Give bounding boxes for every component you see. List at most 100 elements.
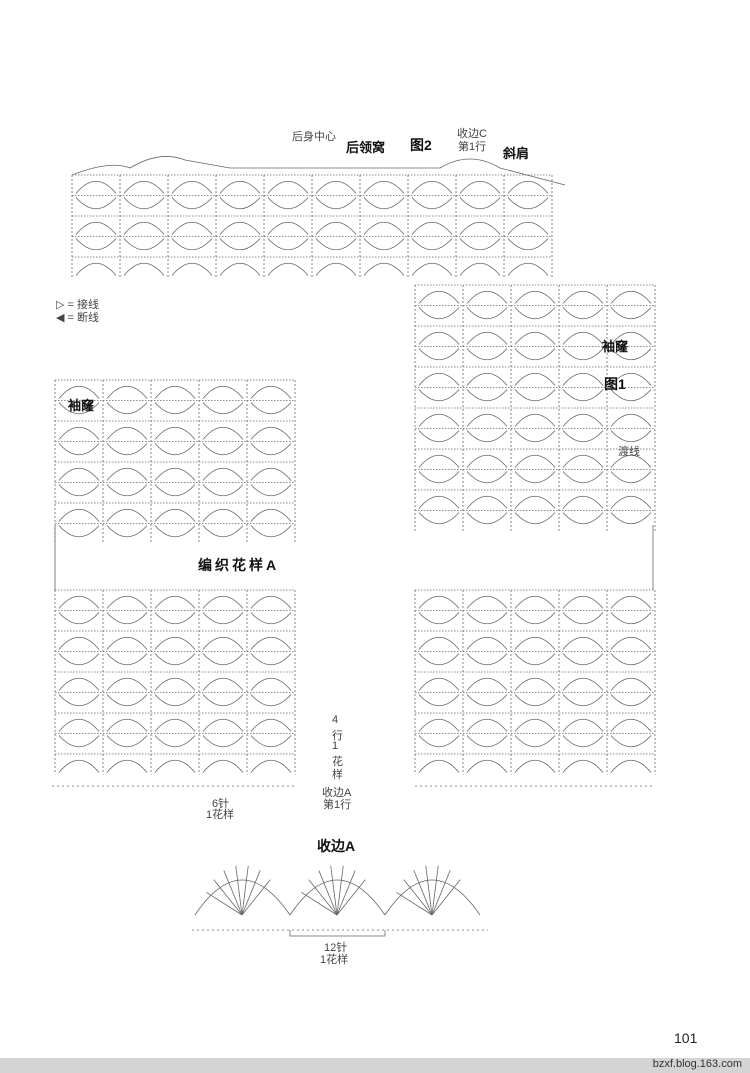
fig1-right-upper-arch [514,290,556,304]
fig1-right-upper-arch [514,454,556,468]
fig2-arch [75,262,117,276]
fig1-left-upper-arch [106,426,148,440]
fig1-right-upper-arch [514,348,556,361]
edge-a-repeat: 1花样 [320,954,349,966]
edge-a-fan-stroke [241,865,249,916]
fig2-arch [75,221,117,235]
watermark-text: bzxf.blog.163.com [652,1058,742,1070]
fig1-right-lower-arch [514,653,556,666]
fig2-arch [171,197,213,210]
edge-a-fan-stroke [403,879,433,916]
fig2-arch [459,262,501,276]
fig2-arch [123,238,165,251]
fig1-left-lower-arch [58,718,100,732]
fig1-right-lower-arch [466,636,508,650]
edge-c-label: 收边C [457,128,487,140]
fig2-arch [267,221,309,235]
slant-shoulder-label: 斜肩 [503,146,530,161]
fig1-right-upper-arch [610,372,652,386]
fig1-left-upper-arch [106,525,148,538]
fig1-right-lower-arch [514,677,556,691]
edge-a-fan-stroke [241,879,271,916]
fig2-arch [219,180,261,194]
fig1-left-upper-arch [106,467,148,481]
fig1-right-lower-arch [418,612,460,625]
fig1-right-lower-arch [610,653,652,666]
pattern-a-title: 编织花样A [198,557,280,573]
fig1-right-lower-arch [562,718,604,732]
fig2-arch [267,180,309,194]
fig2-arch [315,197,357,210]
fig2-arch [363,221,405,235]
fig1-left-upper-arch [250,402,292,415]
edge-a-fan-stroke [336,865,344,916]
fig1-left-upper-arch [106,402,148,415]
edge-a-fan-stroke [425,865,433,916]
fig1-left-upper-arch [202,426,244,440]
fig2-arch [507,197,549,210]
fig1-right-lower-arch [610,636,652,650]
edge-a-fan-stroke [431,865,439,916]
fig1-left-lower-arch [106,612,148,625]
fig1-left-lower-arch [106,694,148,707]
fig1-right-lower-arch [562,612,604,625]
fig1-right-lower-arch [514,735,556,748]
fig1-left-upper-arch [250,426,292,440]
fig1-right-upper-arch [514,512,556,525]
fig1-right-upper-arch [418,307,460,320]
fig1-left-lower-arch [106,759,148,773]
fig1-right-upper-arch [514,389,556,402]
fig2-arch [411,197,453,210]
transfer-label: 渡线 [618,446,640,458]
fig1-right-upper-arch [466,372,508,386]
fig1-left-upper-arch [154,443,196,456]
fig1-left-upper-arch [154,467,196,481]
fig1-right-lower-arch [562,636,604,650]
fig2-arch [459,238,501,251]
fig1-right-upper-arch [466,512,508,525]
fig2-arch [267,238,309,251]
fig2-arch [507,262,549,276]
fig1-right-upper-arch [562,290,604,304]
repeat-label-a: 1花样 [206,809,235,821]
fig1-right-upper-arch [562,389,604,402]
fig1-left-lower-arch [202,653,244,666]
edge-a-fan-stroke [235,865,243,916]
fig1-left-lower-arch [202,636,244,650]
fig1-left-lower-arch [250,653,292,666]
fig1-right-upper-arch [610,307,652,320]
fig1-left-lower-arch [202,718,244,732]
fig1-left-upper-arch [58,467,100,481]
edge-a-fan-stroke [318,870,338,916]
fig1-left-lower-arch [202,694,244,707]
fig1-left-upper-arch [106,385,148,399]
fig1-right-upper-arch [418,348,460,361]
edge-a-fan-stroke [431,870,451,916]
fig2-arch [75,197,117,210]
fig2-arch [123,180,165,194]
fig1-right-lower-arch [514,718,556,732]
fig1-left-lower-arch [250,612,292,625]
back-center-label: 后身中心 [292,131,336,143]
rows-1: 1 [332,740,339,752]
fig1-left-upper-arch [250,443,292,456]
fig1-right-upper-arch [514,471,556,484]
fig1-right-lower-arch [610,694,652,707]
figure1-title: 图1 [604,376,626,392]
edge-a-stitch-count: 12针 [324,942,348,954]
fig1-right-upper-arch [418,430,460,443]
fig1-right-upper-arch [562,348,604,361]
fig2-arch [123,221,165,235]
fig1-left-lower-arch [106,718,148,732]
fig2-arch [411,180,453,194]
fig1-right-upper-arch [514,307,556,320]
fig2-arch [219,238,261,251]
fig1-right-upper-arch [466,331,508,345]
fig2-arch [123,197,165,210]
fig1-left-lower-arch [250,718,292,732]
fig1-right-upper-arch [562,430,604,443]
fig2-arch [459,197,501,210]
fig1-left-upper-arch [58,525,100,538]
fig1-right-lower-arch [466,694,508,707]
fig1-left-lower-arch [58,653,100,666]
